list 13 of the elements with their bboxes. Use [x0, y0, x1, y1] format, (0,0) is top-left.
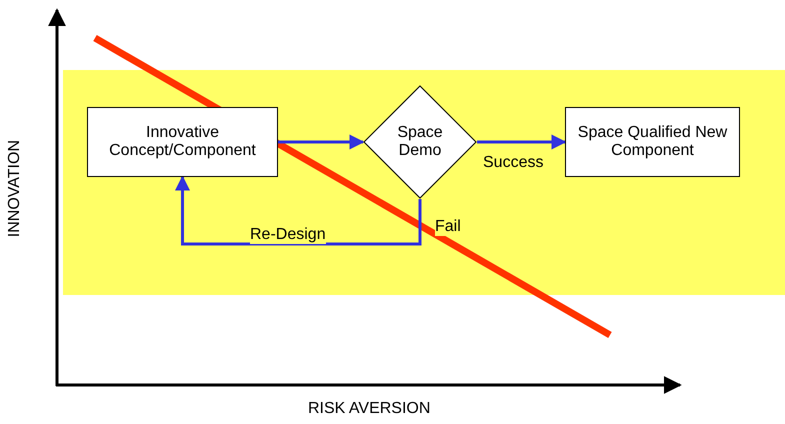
node-text: Innovative Concept/Component: [108, 124, 257, 160]
arrow: [175, 176, 422, 246]
arrow: [477, 134, 566, 150]
process-box: [87, 107, 278, 177]
edge-label: Re-Design: [250, 226, 326, 244]
process-box: [565, 107, 740, 177]
decision-diamond: [363, 85, 477, 199]
branch-label: Fail: [435, 218, 461, 236]
node-text: Space Demo: [396, 124, 444, 160]
axis-title: RISK AVERSION: [308, 400, 430, 418]
axis-title: INNOVATION: [6, 140, 24, 238]
arrow: [278, 134, 364, 150]
node-text: Space Qualified New Component: [576, 124, 728, 160]
